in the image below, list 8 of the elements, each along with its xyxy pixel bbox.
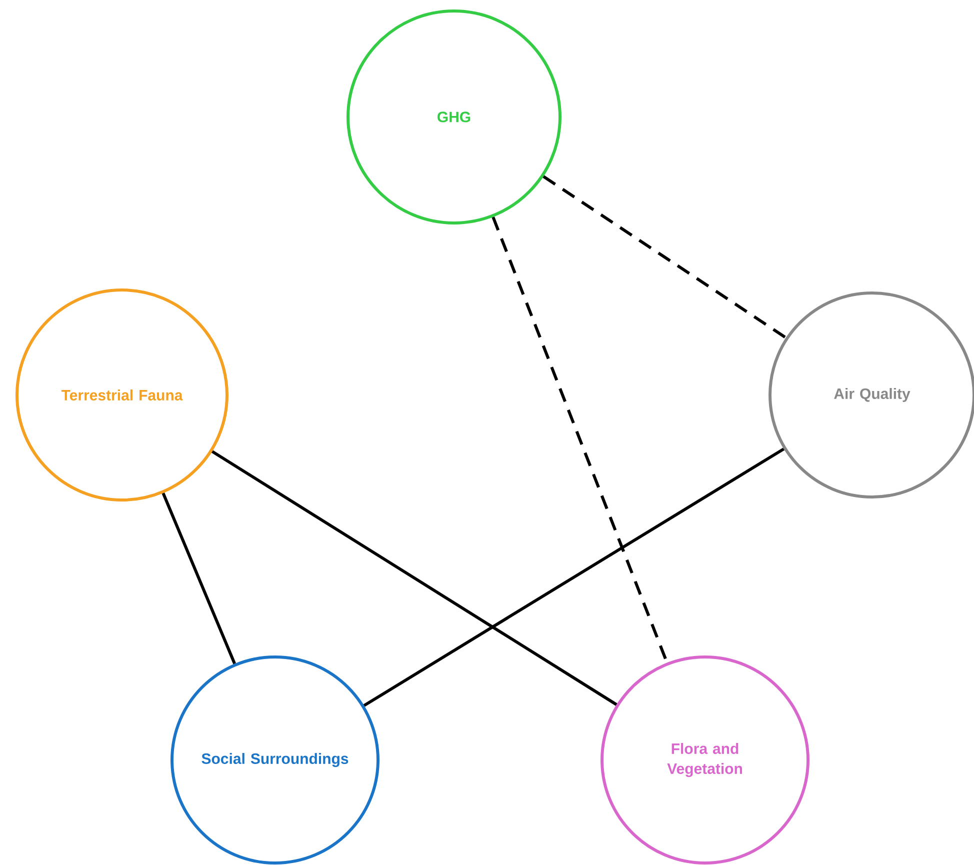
circle-node: GHG bbox=[346, 10, 562, 224]
connector-line bbox=[211, 450, 618, 706]
connector-line bbox=[542, 175, 787, 339]
circle-node: Terrestrial Fauna bbox=[16, 288, 228, 502]
connector-line bbox=[363, 448, 784, 707]
connector-line bbox=[162, 492, 236, 664]
circle-node: Social Surroundings bbox=[170, 656, 380, 864]
circle-node: Flora and Vegetation bbox=[600, 656, 810, 864]
